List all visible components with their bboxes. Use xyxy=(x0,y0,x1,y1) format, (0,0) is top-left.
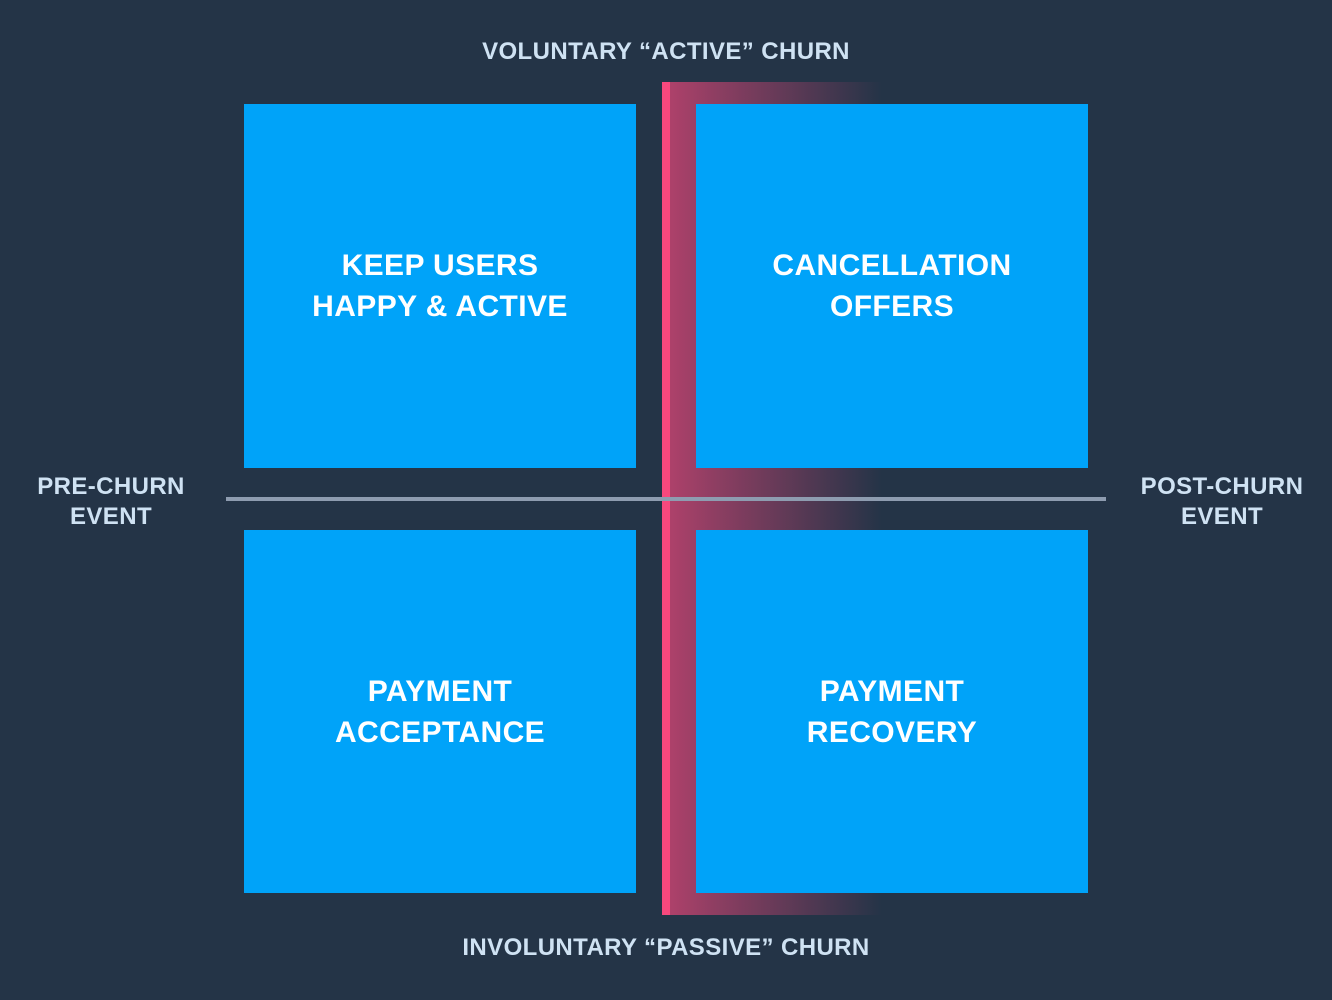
axis-label-post-churn-event: POST-CHURN EVENT xyxy=(1120,472,1324,532)
quadrant-label-line: CANCELLATION xyxy=(772,249,1012,282)
axis-label-voluntary-churn: VOLUNTARY “ACTIVE” CHURN xyxy=(482,38,850,65)
quadrant-label-line: KEEP USERS xyxy=(341,249,539,282)
horizontal-axis-line xyxy=(226,497,1106,501)
axis-label-line: EVENT xyxy=(1180,503,1263,530)
quadrant-label-line: ACCEPTANCE xyxy=(334,715,546,749)
quadrant-label-line: PAYMENT xyxy=(819,674,965,708)
quadrant-label-line: PAYMENT xyxy=(367,674,513,708)
quadrant-label-line: HAPPY & ACTIVE xyxy=(312,290,568,323)
axis-label-involuntary-churn: INVOLUNTARY “PASSIVE” CHURN xyxy=(462,934,870,961)
axis-label-pre-churn-event: PRE-CHURN EVENT xyxy=(10,472,212,532)
axis-label-line: EVENT xyxy=(69,503,152,530)
quadrant-label-line: RECOVERY xyxy=(806,715,978,749)
quadrant-payment-acceptance: PAYMENT ACCEPTANCE xyxy=(244,530,636,893)
quadrant-cancellation-offers: CANCELLATION OFFERS xyxy=(696,104,1088,468)
quadrant-keep-users-happy-active: KEEP USERS HAPPY & ACTIVE xyxy=(244,104,636,468)
quadrant-payment-recovery: PAYMENT RECOVERY xyxy=(696,530,1088,893)
axis-label-line: PRE-CHURN xyxy=(37,473,185,500)
axis-label-line: POST-CHURN xyxy=(1140,473,1304,500)
quadrant-label-line: OFFERS xyxy=(829,290,955,323)
